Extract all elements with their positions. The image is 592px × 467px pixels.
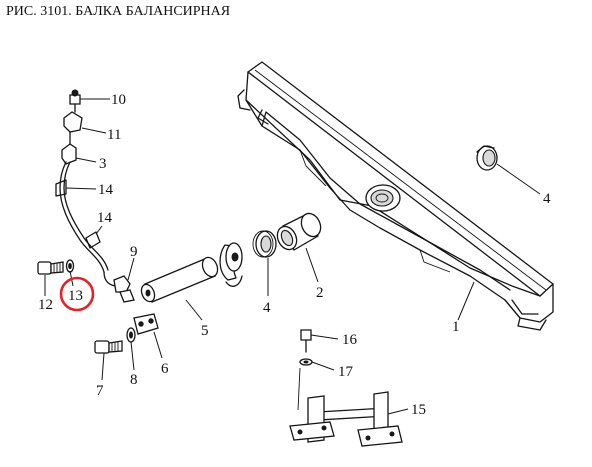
bushing-ring-left — [252, 230, 277, 258]
callout-14-upper: 14 — [98, 182, 114, 198]
seal-cover — [219, 242, 243, 287]
callout-9: 9 — [130, 244, 138, 260]
bolt-16 — [300, 329, 312, 353]
leader-lines — [44, 98, 541, 415]
callout-3: 3 — [99, 156, 107, 172]
callout-14-lower: 14 — [97, 210, 113, 226]
callout-1: 1 — [452, 319, 460, 335]
callout-2: 2 — [316, 285, 324, 301]
washer-17 — [297, 358, 313, 411]
callout-12: 12 — [38, 297, 53, 313]
callout-7: 7 — [96, 383, 104, 399]
bolt-7 — [94, 340, 123, 354]
washer-13 — [65, 259, 75, 273]
callout-11: 11 — [107, 127, 121, 143]
callout-13: 13 — [68, 288, 83, 304]
callout-4-right: 4 — [543, 191, 551, 207]
figure-title: РИС. 3101. БАЛКА БАЛАНСИРНАЯ — [6, 4, 231, 19]
lock-plate — [133, 313, 159, 335]
grease-line — [55, 89, 135, 303]
callout-15: 15 — [411, 402, 426, 418]
callout-5: 5 — [201, 323, 209, 339]
pivot-pin — [140, 256, 219, 303]
bushing-ring-right — [476, 145, 498, 171]
equalizer-beam — [237, 61, 555, 331]
washer-8 — [126, 327, 136, 343]
sleeve — [276, 212, 322, 251]
bolt-12 — [37, 261, 64, 275]
callout-10: 10 — [111, 92, 126, 108]
callout-17: 17 — [338, 364, 354, 380]
callout-6: 6 — [161, 361, 169, 377]
callout-16: 16 — [342, 332, 358, 348]
highlight-circle-13 — [59, 276, 95, 312]
callout-8: 8 — [130, 372, 138, 388]
callout-4-left: 4 — [263, 300, 271, 316]
support-bracket — [289, 391, 403, 447]
